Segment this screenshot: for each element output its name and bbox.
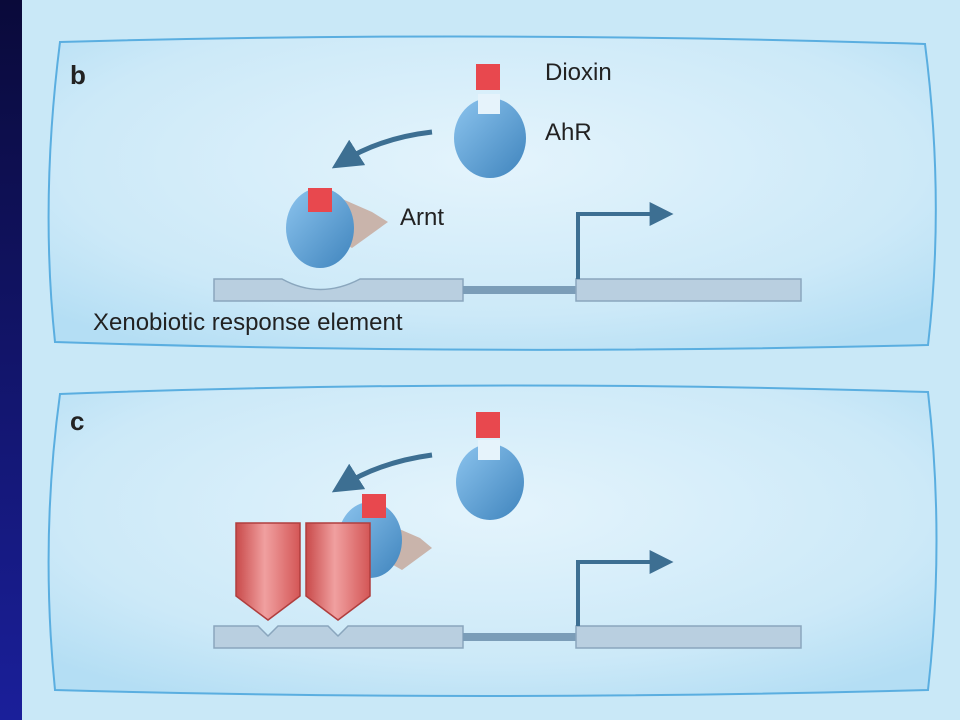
xre-label: Xenobiotic response element — [93, 309, 403, 336]
gene-segment — [575, 278, 802, 302]
blocking-protein-2 — [305, 522, 371, 621]
transcription-arrow-c — [576, 550, 674, 626]
ahr-label: AhR — [545, 119, 592, 146]
ahr-complex — [286, 188, 354, 268]
blocking-protein-1 — [235, 522, 301, 621]
ahr-receptor — [454, 98, 526, 178]
ahr-binding-pocket-c — [478, 440, 500, 460]
side-bar — [0, 0, 22, 720]
dioxin-molecule — [476, 64, 500, 90]
panel-b-cell — [47, 35, 937, 351]
gene-segment-c — [575, 625, 802, 649]
ahr-binding-pocket — [478, 94, 500, 114]
panel-c-letter: c — [70, 406, 84, 436]
dioxin-molecule-c — [476, 412, 500, 438]
ahr-receptor-c — [456, 444, 524, 520]
arnt-label: Arnt — [400, 204, 444, 231]
bound-dioxin — [308, 188, 332, 212]
panel-b: b Dioxin AhR Arnt Xenobiotic response el… — [47, 35, 937, 351]
panel-b-letter: b — [70, 60, 86, 90]
xre-dna-segment-c — [213, 625, 464, 649]
dna-linker — [463, 286, 576, 294]
dna-linker-c — [463, 633, 576, 641]
bound-dioxin-c — [362, 494, 386, 518]
translocation-arrow-c — [331, 452, 433, 493]
transcription-arrow — [576, 202, 674, 279]
panel-c: c — [47, 384, 938, 697]
xre-dna-segment — [213, 278, 464, 302]
dioxin-label: Dioxin — [545, 59, 612, 86]
translocation-arrow — [331, 129, 433, 169]
